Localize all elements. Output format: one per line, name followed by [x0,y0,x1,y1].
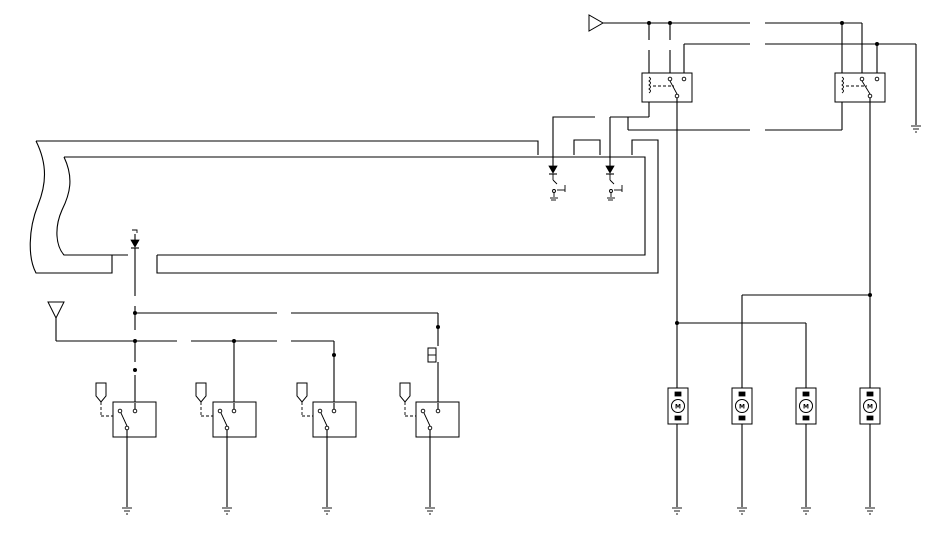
motor-distribution [675,293,872,388]
switch-module-3 [296,382,357,515]
power-source-triangle [588,14,605,32]
switch-bus-lower [47,301,336,403]
motor-1-label: M [675,404,681,411]
bus-diode [130,229,140,330]
motor-2: M [731,387,753,515]
relay-1 [609,21,693,323]
motor-3-label: M [803,404,809,411]
diode-switch-2 [605,165,623,201]
diode-switch-1 [548,165,566,201]
switch-module-4 [399,382,460,515]
bus-source-triangle [47,301,65,320]
motor-3: M [795,387,817,515]
relay-2 [627,21,886,295]
switch-module-2 [195,382,257,515]
switch-module-1 [95,382,157,515]
motor-4-label: M [867,404,873,411]
motor-1: M [667,387,689,515]
top-power-feed [588,14,921,133]
motor-2-label: M [739,404,745,411]
switch-bus-upper [133,311,440,403]
control-harness [29,116,659,274]
ground-symbol [911,125,921,133]
motor-4: M [859,387,881,515]
